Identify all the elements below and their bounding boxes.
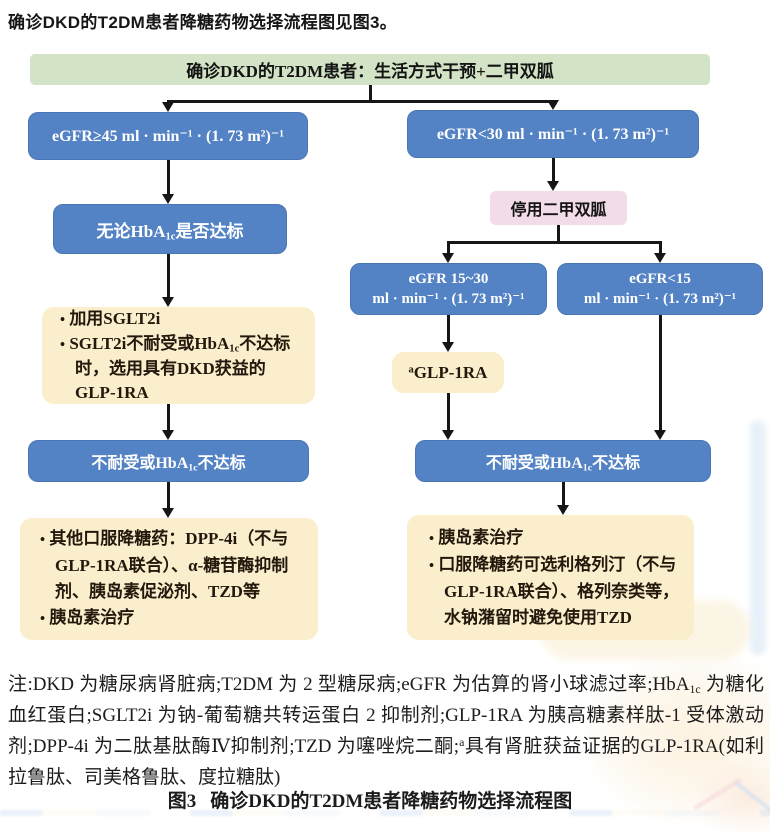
node-fail-right-label: 不耐受或HbA1c不达标 <box>485 455 641 474</box>
flow-line <box>448 241 660 244</box>
arrow-down-icon <box>654 430 666 440</box>
node-sglt2i: • 加用SGLT2i • SGLT2i不耐受或HbA1c不达标时，选用具有DKD… <box>42 307 315 404</box>
arrow-down-icon <box>162 102 174 112</box>
arrow-down-icon <box>162 430 174 440</box>
figure-caption: 图3 确诊DKD的T2DM患者降糖药物选择流程图 <box>0 786 740 813</box>
node-egfr-ge45-label: eGFR≥45 ml · min⁻¹ · (1. 73 m²)⁻¹ <box>51 128 285 145</box>
node-stop-metformin-label: 停用二甲双胍 <box>510 202 607 219</box>
node-egfr-15-30: eGFR 15~30 ml · min⁻¹ · (1. 73 m²)⁻¹ <box>350 263 547 315</box>
arrow-down-icon <box>442 430 454 440</box>
arrow-down-icon <box>442 342 454 352</box>
flow-line <box>446 393 450 431</box>
node-other-left: • 其他口服降糖药：DPP-4i（不与GLP-1RA联合）、α-糖苷酶抑制剂、胰… <box>20 518 318 640</box>
flow-line <box>561 482 565 506</box>
node-fail-left: 不耐受或HbA1c不达标 <box>28 440 309 482</box>
node-other-right: • 胰岛素治疗 • 口服降糖药可选利格列汀（不与GLP-1RA联合）、格列奈类等… <box>407 515 694 640</box>
flow-line <box>556 225 560 241</box>
node-glp1ra-label: aGLP-1RA <box>408 362 488 382</box>
arrow-down-icon <box>557 505 569 515</box>
node-fail-right: 不耐受或HbA1c不达标 <box>415 440 711 482</box>
node-root-label: 确诊DKD的T2DM患者：生活方式干预+二甲双胍 <box>186 62 554 81</box>
intro-text: 确诊DKD的T2DM患者降糖药物选择流程图见图3。 <box>8 13 398 32</box>
flow-line <box>166 482 170 509</box>
node-stop-metformin: 停用二甲双胍 <box>490 191 627 225</box>
node-egfr-ge45: eGFR≥45 ml · min⁻¹ · (1. 73 m²)⁻¹ <box>28 112 308 160</box>
node-egfr-lt30: eGFR<30 ml · min⁻¹ · (1. 73 m²)⁻¹ <box>407 110 699 158</box>
node-sglt2i-item1: • 加用SGLT2i <box>60 308 161 328</box>
node-egfr-lt15-line2: ml · min⁻¹ · (1. 73 m²)⁻¹ <box>583 291 737 307</box>
flow-line <box>166 254 170 298</box>
node-egfr-lt15-line1: eGFR<15 <box>629 270 691 287</box>
arrow-down-icon <box>162 508 174 518</box>
arrow-down-icon <box>547 181 559 191</box>
figure-notes: 注:DKD 为糖尿病肾脏病;T2DM 为 2 型糖尿病;eGFR 为估算的肾小球… <box>8 674 764 788</box>
node-egfr-lt15: eGFR<15 ml · min⁻¹ · (1. 73 m²)⁻¹ <box>557 263 763 315</box>
node-glp1ra: aGLP-1RA <box>392 352 504 393</box>
node-egfr-15-30-line2: ml · min⁻¹ · (1. 73 m²)⁻¹ <box>372 291 525 307</box>
arrow-down-icon <box>162 297 174 307</box>
watermark-streak <box>750 420 766 655</box>
arrow-down-icon <box>442 253 454 263</box>
flow-line <box>446 315 450 343</box>
node-sglt2i-item2: • SGLT2i不耐受或HbA1c不达标时，选用具有DKD获益的GLP-1RA <box>60 333 291 402</box>
flow-line <box>166 160 170 195</box>
node-other-right-item1: • 胰岛素治疗 <box>429 527 524 547</box>
flow-line <box>446 241 450 254</box>
flow-line <box>658 315 662 431</box>
arrow-down-icon <box>162 194 174 204</box>
node-egfr-15-30-line1: eGFR 15~30 <box>408 270 489 287</box>
figure-caption-label: 图3 <box>167 791 197 812</box>
figure-caption-text: 确诊DKD的T2DM患者降糖药物选择流程图 <box>210 791 573 812</box>
flow-line <box>368 85 372 100</box>
flow-line <box>166 404 170 431</box>
node-other-right-item2: • 口服降糖药可选利格列汀（不与GLP-1RA联合）、格列奈类等，水钠潴留时避免… <box>429 554 680 627</box>
node-egfr-lt30-label: eGFR<30 ml · min⁻¹ · (1. 73 m²)⁻¹ <box>436 126 670 143</box>
node-fail-left-label: 不耐受或HbA1c不达标 <box>91 455 246 474</box>
node-root: 确诊DKD的T2DM患者：生活方式干预+二甲双胍 <box>30 54 710 85</box>
node-other-left-item1: • 其他口服降糖药：DPP-4i（不与GLP-1RA联合）、α-糖苷酶抑制剂、胰… <box>40 529 289 601</box>
arrow-down-icon <box>547 100 559 110</box>
node-hba1c-any-label: 无论HbA1c是否达标 <box>96 221 244 243</box>
flow-line <box>551 158 555 182</box>
flow-line <box>168 100 555 103</box>
flow-line <box>658 241 662 254</box>
arrow-down-icon <box>654 253 666 263</box>
node-other-left-item2: • 胰岛素治疗 <box>40 608 135 627</box>
node-hba1c-any: 无论HbA1c是否达标 <box>53 204 287 254</box>
